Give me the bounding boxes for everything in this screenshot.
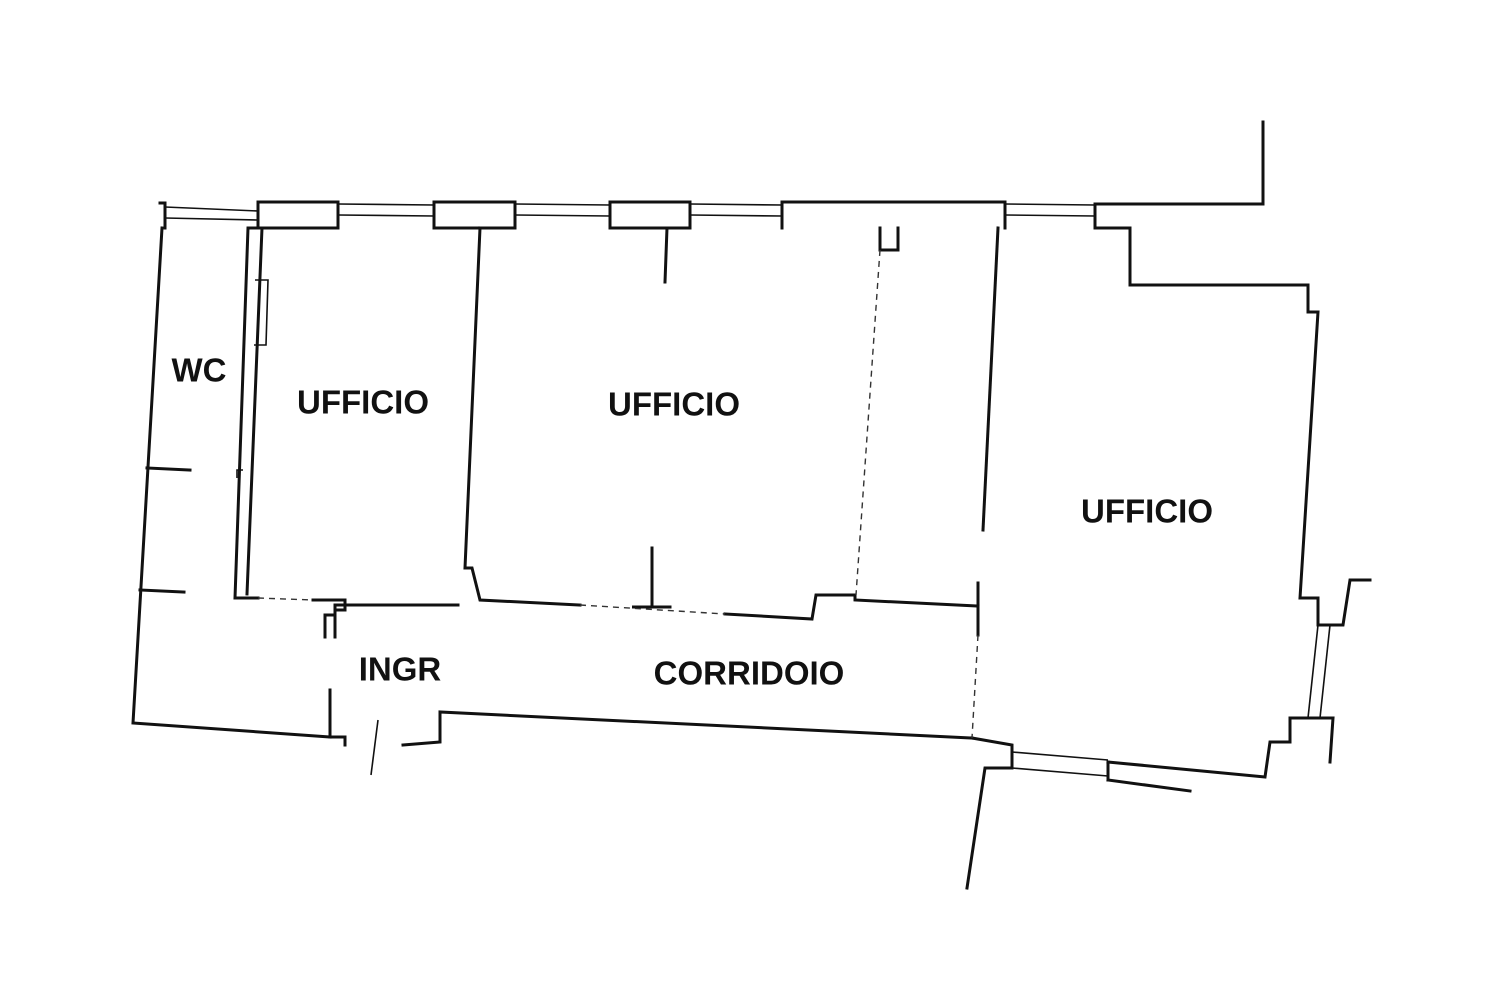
ingr-left-jamb bbox=[311, 598, 347, 639]
bottom-window bbox=[1011, 751, 1110, 782]
top-window-1 bbox=[164, 206, 259, 221]
wc-partition-detail-2 bbox=[236, 469, 243, 478]
interior-walls bbox=[138, 226, 1000, 776]
wc-partition-inner bbox=[245, 226, 264, 596]
opening-office-2 bbox=[579, 604, 726, 615]
office-2-stub-top bbox=[663, 226, 669, 284]
room-label-wc: WC bbox=[172, 352, 227, 389]
top-window-2 bbox=[337, 203, 435, 217]
room-labels: WC UFFICIO UFFICIO UFFICIO INGR CORRIDOI… bbox=[172, 352, 1213, 692]
wc-stub-upper bbox=[145, 466, 192, 472]
wc-stub-lower bbox=[138, 588, 186, 594]
top-pillar-4 bbox=[608, 200, 692, 230]
bottom-wall-left bbox=[328, 688, 347, 747]
neighbour-wall-top bbox=[1093, 120, 1265, 206]
bottom-right-exterior bbox=[965, 736, 1014, 890]
room-label-ufficio-1: UFFICIO bbox=[297, 384, 429, 421]
opening-office-2-3 bbox=[855, 249, 881, 596]
office-2-stub-bottom bbox=[632, 546, 672, 609]
top-pillar-2 bbox=[256, 200, 340, 230]
outer-walls bbox=[131, 226, 1372, 890]
dashed-openings bbox=[257, 249, 979, 739]
opening-corridor-office-3 bbox=[971, 634, 979, 739]
office-1-2-wall bbox=[463, 226, 582, 607]
entry-door-leaf bbox=[370, 719, 379, 776]
wc-partition-outer bbox=[233, 226, 260, 600]
opening-office-1 bbox=[257, 597, 314, 601]
bottom-wall-right bbox=[401, 710, 974, 747]
top-window-4 bbox=[689, 203, 783, 217]
office-2-bottom-right bbox=[723, 593, 980, 621]
top-window-5 bbox=[1004, 203, 1096, 217]
right-office-exterior bbox=[1128, 226, 1320, 627]
top-window-3 bbox=[514, 203, 611, 217]
room-label-ingr: INGR bbox=[359, 651, 442, 688]
wc-partition-detail bbox=[254, 279, 269, 346]
top-facade bbox=[158, 120, 1265, 230]
left-exterior-wall bbox=[131, 226, 332, 739]
room-label-corridoio: CORRIDOIO bbox=[654, 655, 845, 692]
top-pillar-6 bbox=[1093, 202, 1132, 230]
office-3-left-wall bbox=[981, 226, 1000, 532]
room-label-ufficio-3: UFFICIO bbox=[1081, 493, 1213, 530]
top-pillar-5 bbox=[780, 200, 1007, 230]
right-window bbox=[1306, 578, 1372, 764]
room-label-ufficio-2: UFFICIO bbox=[608, 386, 740, 423]
office-3-notch bbox=[878, 226, 900, 252]
top-pillar-1 bbox=[158, 201, 167, 230]
top-pillar-3 bbox=[432, 200, 517, 230]
right-office-exterior-lower bbox=[1106, 716, 1310, 779]
bottom-right-extension bbox=[1106, 778, 1192, 793]
